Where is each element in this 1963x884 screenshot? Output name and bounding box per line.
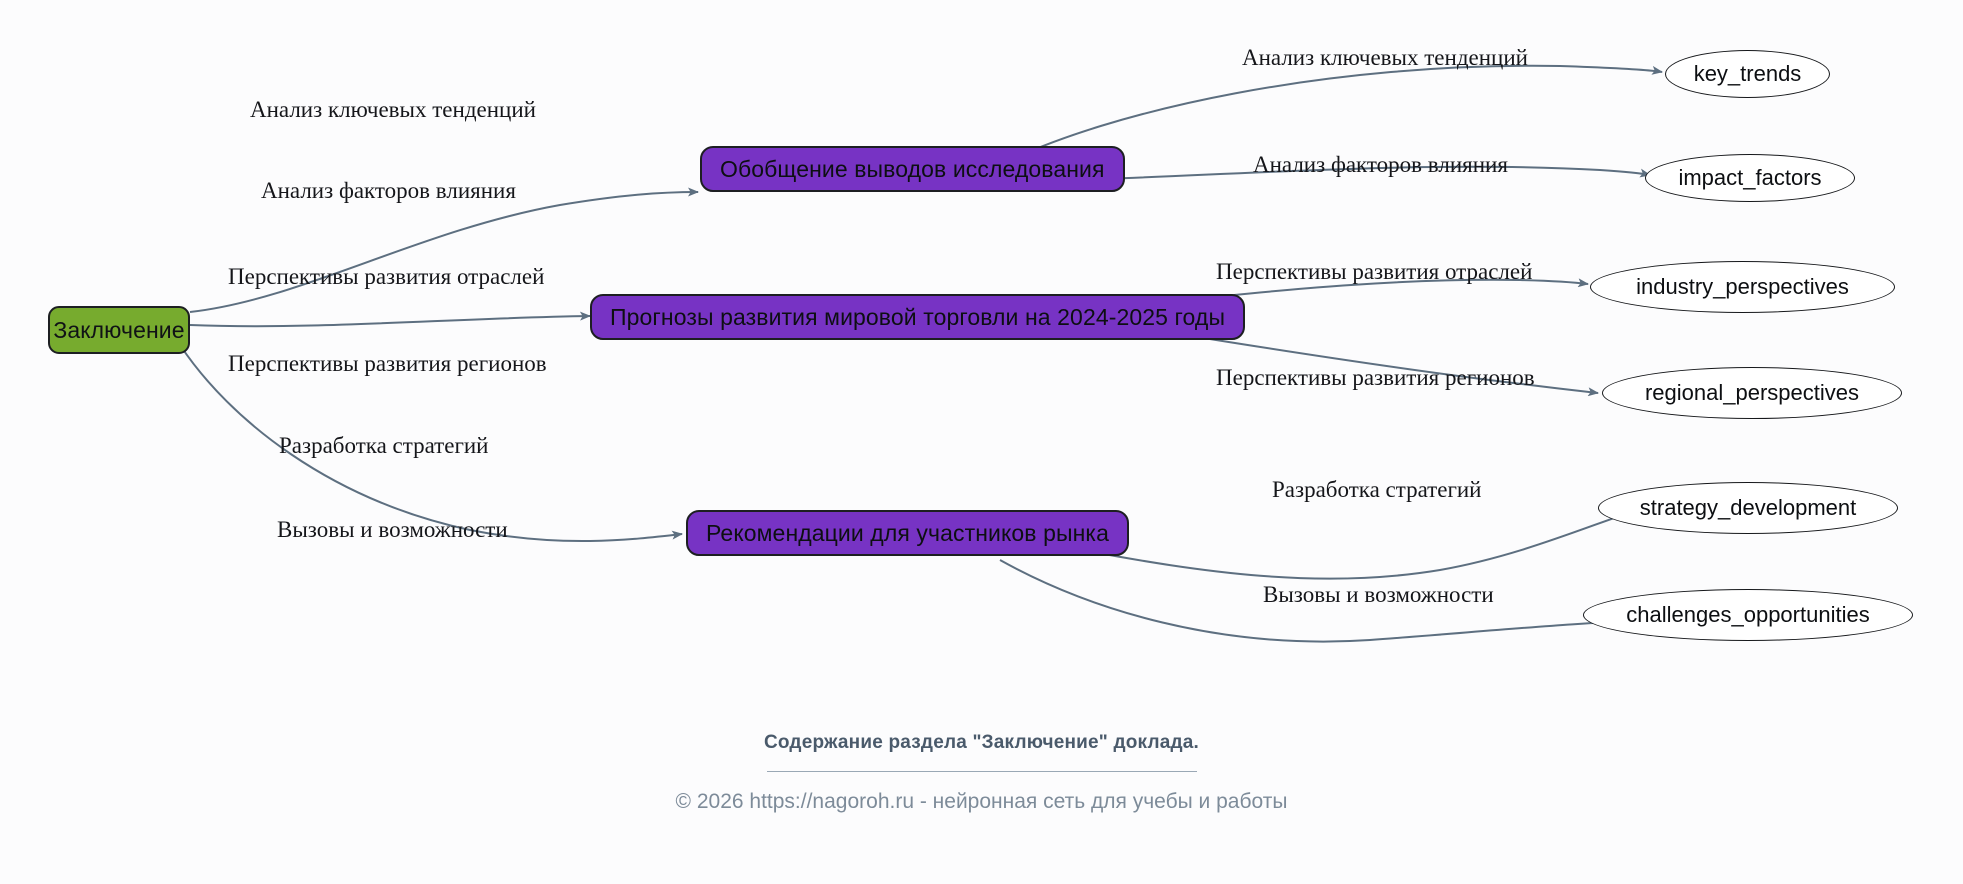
edge-branch-1-to-impact-factors bbox=[1069, 165, 1651, 181]
node-branch-obobshchenie-vyvodov[interactable]: Обобщение выводов исследования bbox=[700, 146, 1125, 192]
node-leaf-key-trends[interactable]: key_trends bbox=[1665, 50, 1830, 98]
footer-title: Содержание раздела "Заключение" доклада. bbox=[763, 732, 1200, 753]
edge-label-right-regional-perspectives: Перспективы развития регионов bbox=[1216, 365, 1535, 390]
node-leaf-label: impact_factors bbox=[1678, 165, 1822, 190]
edge-branch-2-to-regional-perspectives bbox=[1184, 334, 1599, 397]
node-leaf-label: regional_perspectives bbox=[1644, 380, 1860, 405]
node-branch-label: Рекомендации для участников рынка bbox=[706, 519, 1109, 546]
node-leaf-label: key_trends bbox=[1693, 61, 1802, 86]
edge-label-left-key-trends: Анализ ключевых тенденций bbox=[250, 97, 536, 122]
footer-credit: © 2026 https://nagoroh.ru - нейронная се… bbox=[675, 790, 1288, 813]
edge-label-left-impact-factors: Анализ факторов влияния bbox=[261, 178, 516, 203]
edge-label-right-industry-perspectives: Перспективы развития отраслей bbox=[1216, 259, 1533, 284]
edge-label-left-regional-perspectives: Перспективы развития регионов bbox=[228, 351, 547, 376]
node-leaf-industry-perspectives[interactable]: industry_perspectives bbox=[1590, 261, 1895, 313]
node-leaf-impact-factors[interactable]: impact_factors bbox=[1645, 154, 1855, 202]
edge-root-to-branch-2 bbox=[189, 311, 591, 328]
edge-label-left-industry-perspectives: Перспективы развития отраслей bbox=[228, 264, 545, 289]
edge-label-left-challenges-opportunities: Вызовы и возможности bbox=[277, 517, 508, 542]
node-branch-rekomendatsii[interactable]: Рекомендации для участников рынка bbox=[686, 510, 1129, 556]
edge-branch-2-to-industry-perspectives bbox=[1184, 278, 1589, 301]
node-leaf-regional-perspectives[interactable]: regional_perspectives bbox=[1602, 367, 1902, 419]
edge-branch-1-to-key-trends bbox=[999, 64, 1663, 166]
node-leaf-challenges-opportunities[interactable]: challenges_opportunities bbox=[1583, 589, 1913, 641]
node-branch-label: Прогнозы развития мировой торговли на 20… bbox=[610, 303, 1226, 330]
footer: Содержание раздела "Заключение" доклада.… bbox=[0, 732, 1963, 814]
edge-label-right-strategy-development: Разработка стратегий bbox=[1272, 477, 1482, 502]
edge-branch-3-to-strategy-development bbox=[1081, 501, 1661, 580]
edge-label-right-key-trends: Анализ ключевых тенденций bbox=[1242, 45, 1528, 70]
edge-root-to-branch-1 bbox=[189, 187, 699, 313]
edge-label-right-impact-factors: Анализ факторов влияния bbox=[1253, 152, 1508, 177]
node-leaf-label: industry_perspectives bbox=[1636, 274, 1849, 299]
node-root-zaklyuchenie[interactable]: Заключение bbox=[48, 306, 190, 354]
edge-label-left-strategy-development: Разработка стратегий bbox=[279, 433, 489, 458]
node-branch-prognozy-razvitiya[interactable]: Прогнозы развития мировой торговли на 20… bbox=[590, 294, 1246, 340]
node-leaf-label: strategy_development bbox=[1639, 495, 1857, 520]
footer-divider bbox=[766, 771, 1197, 772]
edge-branch-3-to-challenges-opportunities bbox=[999, 559, 1643, 643]
edge-root-to-branch-3 bbox=[179, 344, 683, 543]
node-leaf-strategy-development[interactable]: strategy_development bbox=[1598, 482, 1898, 534]
node-leaf-label: challenges_opportunities bbox=[1626, 602, 1870, 627]
node-branch-label: Обобщение выводов исследования bbox=[720, 155, 1105, 182]
edge-label-right-challenges-opportunities: Вызовы и возможности bbox=[1263, 582, 1494, 607]
node-root-label: Заключение bbox=[53, 316, 185, 343]
